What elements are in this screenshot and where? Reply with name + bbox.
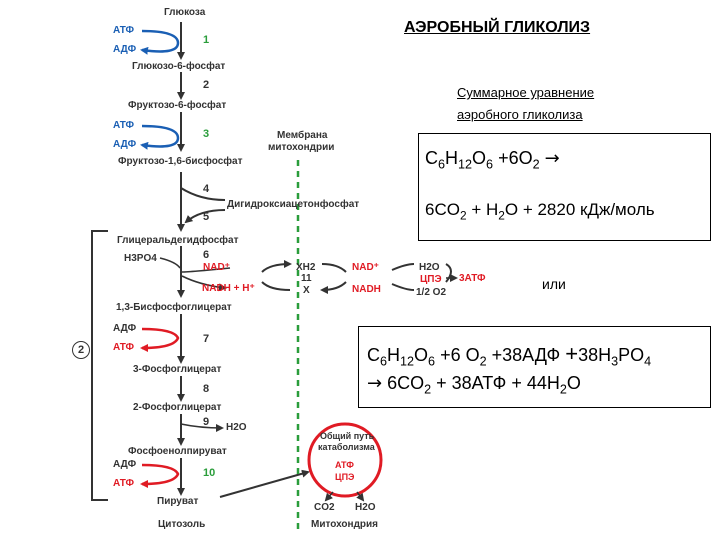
catabolism-label-1: Общий путь [320,431,375,441]
two-times-bracket [91,230,108,501]
metabolite-pyruvate: Пируват [157,496,199,507]
x-label: X [303,285,310,296]
half-oxygen-label: 1/2 O2 [416,287,447,298]
dhap-arrow-out [180,187,226,201]
equation-heading-line2: аэробного гликолиза [457,107,583,122]
metabolite-2-phosphoglycerate: 2-Фосфоглицерат [133,402,222,413]
compartment-cytosol: Цитозоль [158,519,206,530]
step-8: 8 [203,383,210,395]
metabolite-glucose: Глюкоза [164,7,206,18]
h2o-product: H2O [355,502,376,513]
membrane-label-2: митохондрии [268,142,335,153]
summary-equation-box: C6H12O6 +6O2 → 6CO2 + H2O + 2820 кДж/мол… [418,133,711,241]
shuttle-loop-bottom-left [261,281,291,291]
catabolism-etc: ЦПЭ [335,472,355,482]
metabolite-dhap: Дигидроксиацетонфосфат [227,199,360,210]
co2-out-arrow [324,491,334,502]
step-3: 3 [203,128,210,140]
nadh-right: NADH [352,284,381,295]
atp-consumption-arc-3 [140,124,180,150]
step-7: 7 [203,333,210,345]
times-two-marker: 2 [72,341,90,359]
shuttle-loop-bottom-right [320,281,347,294]
step-4: 4 [203,183,210,195]
step-6: 6 [203,249,210,261]
step-2: 2 [203,79,210,91]
co2-product: CO2 [314,502,335,513]
three-atp-label: 3АТФ [459,273,486,284]
atp-step1: АТФ [113,25,134,36]
nad-plus-right: NAD⁺ [352,262,379,273]
adp-step7: АДФ [113,323,137,334]
step-10: 10 [203,467,216,479]
metabolite-3-phosphoglycerate: 3-Фосфоглицерат [133,364,222,375]
detailed-equation-line-2: → 6CO2 + 38АТФ + 44H2O [367,373,581,397]
etc-loop-right [445,263,452,283]
metabolite-glyceraldehyde-phosphate: Глицеральдегидфосфат [117,235,239,246]
atp-production-arc-7 [140,327,180,352]
equation-line-2: 6CO2 + H2O + 2820 кДж/моль [425,200,655,223]
etc-loop-top [391,263,415,271]
catabolism-circle [307,422,383,498]
etc-loop-bottom [391,283,415,291]
equation-heading-line1: Суммарное уравнение [457,85,595,100]
step-5: 5 [203,211,210,223]
membrane-label-1: Мембрана [277,130,328,141]
metabolite-glucose-6-phosphate: Глюкозо-6-фосфат [132,61,226,72]
metabolite-fructose-1-6-bisphosphate: Фруктозо-1,6-бисфосфат [118,156,243,167]
detailed-equation-box: C6H12O6 +6 O2 +38АДФ +38H3PO4 → 6CO2 + 3… [358,326,711,408]
compartment-mitochondria: Митохондрия [311,519,379,530]
h2o-out-arrow [356,491,365,502]
metabolite-1-3-bisphosphoglycerate: 1,3-Бисфосфоглицерат [116,302,232,313]
catabolism-atp: АТФ [335,460,354,470]
dhap-arrow-in [184,209,226,224]
metabolite-phosphoenolpyruvate: Фосфоенолпируват [128,446,227,457]
atp-consumption-arc-1 [140,29,180,55]
adp-step3: АДФ [113,139,137,150]
water-step9: H2O [226,422,247,433]
atp-step3: АТФ [113,120,134,131]
nadh-left: NADH + H⁺ [202,283,255,294]
water-etc: H2O [419,262,440,273]
metabolite-fructose-6-phosphate: Фруктозо-6-фосфат [128,100,227,111]
etc-label: ЦПЭ [420,274,442,285]
shuttle-loop-top-left [261,260,292,273]
nad-plus-left: NAD⁺ [203,262,230,273]
adp-step10: АДФ [113,459,137,470]
catabolism-label-2: катаболизма [318,442,375,452]
pyruvate-to-mitochondria-arrow [219,469,310,498]
detailed-equation-line-1: C6H12O6 +6 O2 +38АДФ +38H3PO4 [367,341,652,369]
atp-step10: АТФ [113,478,134,489]
nad-side-arrow [181,267,231,273]
step-1: 1 [203,34,210,46]
slide-title: АЭРОБНЫЙ ГЛИКОЛИЗ [404,19,591,36]
step-9: 9 [203,416,210,428]
equation-line-1: C6H12O6 +6O2 → [425,148,560,172]
or-separator: или [542,276,566,292]
atp-step7: АТФ [113,342,134,353]
atp-production-arc-10 [140,463,180,488]
nadh-side-arrow [181,275,227,292]
water-out-arrow [180,423,224,432]
shuttle-loop-top-right [321,263,347,273]
phosphate-label: H3PO4 [124,253,157,264]
shuttle-step-number: 11 [301,273,312,284]
xh2-label: XH2 [296,262,316,273]
phosphate-arrow [159,257,181,269]
adp-step1: АДФ [113,44,137,55]
